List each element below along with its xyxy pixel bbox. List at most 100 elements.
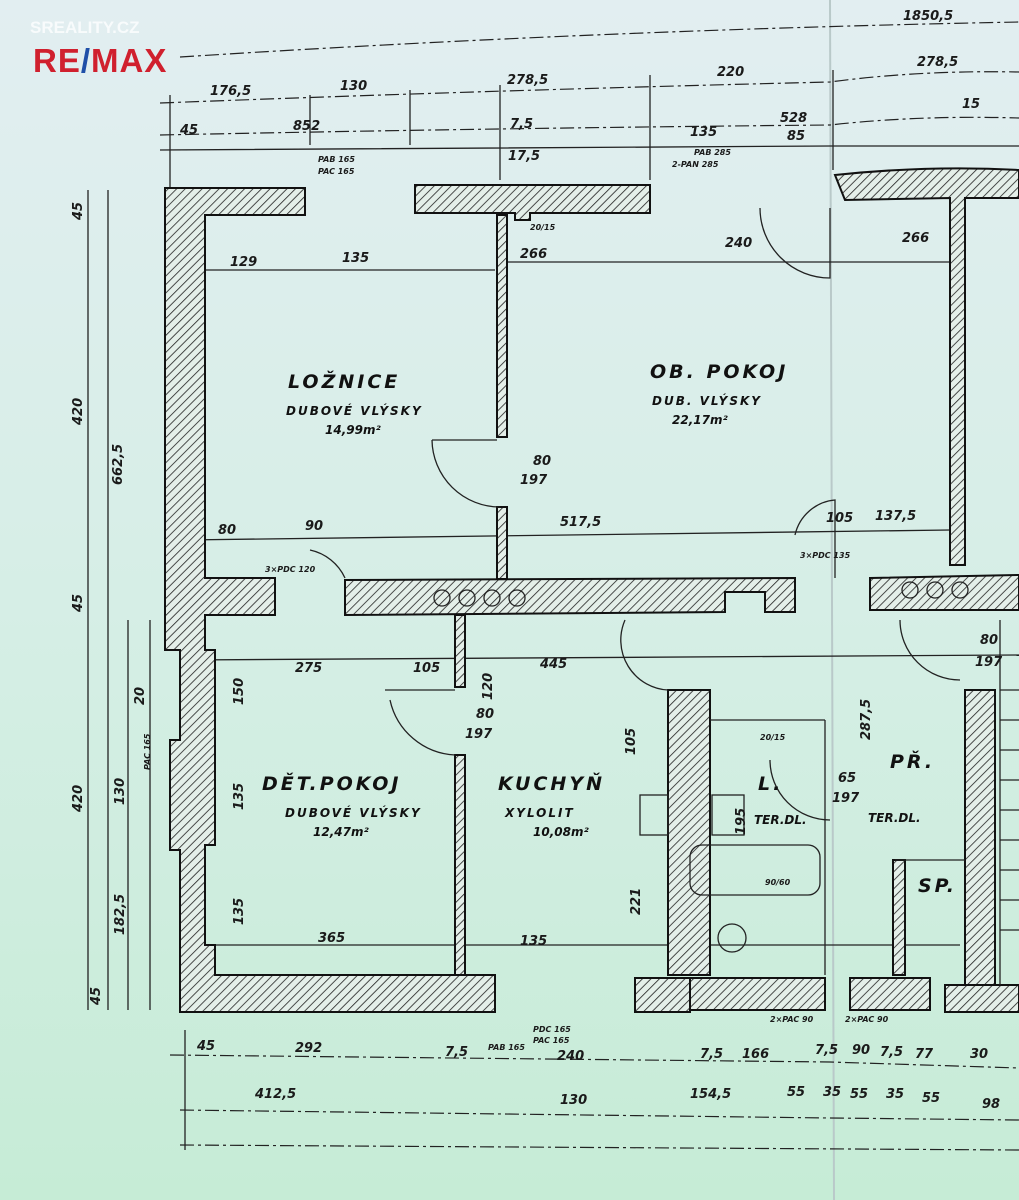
dimension-label: 7,5: [510, 117, 533, 132]
dimension-label: 420: [71, 785, 86, 813]
chimney-flue: [901, 581, 919, 599]
room-name: KUCHYŇ: [498, 772, 605, 795]
dimension-label: 197: [832, 791, 860, 806]
dimension-label: 135: [232, 898, 247, 925]
room-area: 22,17m²: [672, 413, 728, 427]
room-floor: DUBOVÉ VLÝSKY: [286, 403, 423, 418]
doors: [309, 207, 961, 821]
dimension-label: 197: [520, 473, 548, 488]
room-floor: XYLOLIT: [504, 806, 575, 820]
dimension-label: 154,5: [690, 1087, 731, 1102]
dimension-labels: 1850,5 176,5 130 278,5 220 278,5 45 852 …: [71, 9, 1003, 1112]
room-det-pokoj: DĚT.POKOJ DUBOVÉ VLÝSKY 12,47m²: [262, 772, 422, 839]
dimension-label: 130: [560, 1093, 587, 1108]
room-spiz-name: SP.: [918, 875, 957, 897]
dimension-label: 90: [305, 519, 323, 534]
dimension-label: 30: [970, 1047, 988, 1062]
dimension-label: 7,5: [445, 1045, 468, 1060]
room-kuchyn: KUCHYŇ XYLOLIT 10,08m²: [498, 772, 605, 839]
dimension-label: 365: [318, 931, 345, 946]
dimension-label: 65: [838, 771, 856, 786]
dimension-label: 80: [476, 707, 494, 722]
bathtub: [689, 844, 821, 896]
chimney-flue: [926, 581, 944, 599]
dimension-label: 197: [465, 727, 493, 742]
chimney-flue: [433, 589, 451, 607]
door-note: 3×PDC 120: [265, 565, 316, 574]
room-name: DĚT.POKOJ: [262, 772, 402, 795]
dimension-lines: [87, 21, 1019, 1151]
dimension-label: 55: [850, 1087, 868, 1102]
remax-logo: RE/MAX: [33, 42, 167, 80]
chimney-flue: [508, 589, 526, 607]
dimension-label: 517,5: [560, 515, 601, 530]
logo-max: MAX: [91, 42, 168, 79]
dimension-label: 287,5: [859, 699, 874, 740]
dimension-label: 130: [340, 79, 367, 94]
dimension-label: 7,5: [815, 1043, 838, 1058]
dimension-label: 98: [982, 1097, 1000, 1112]
dimension-label: 220: [717, 65, 744, 80]
room-area: 14,99m²: [325, 423, 381, 437]
dimension-label: 80: [533, 454, 551, 469]
dimension-label: 528: [780, 111, 807, 126]
dimension-label: 15: [962, 97, 980, 112]
dimension-label: 20: [133, 687, 148, 705]
dimension-label: 412,5: [254, 1087, 296, 1102]
chimney-flue: [483, 589, 501, 607]
dimension-label: 35: [823, 1085, 841, 1100]
dimension-label: 150: [232, 678, 247, 705]
dimension-label: 120: [481, 673, 496, 700]
dimension-label: 20/15: [760, 733, 786, 742]
logo-slash: /: [80, 42, 92, 79]
window-note: PAB 165: [318, 155, 355, 164]
washbasin: [711, 794, 745, 836]
dimension-label: 45: [179, 123, 198, 138]
room-area: 10,08m²: [533, 825, 589, 839]
dimension-label: 135: [232, 783, 247, 810]
fixtures: [433, 581, 1019, 985]
dimension-label: 80: [218, 523, 236, 538]
staircase: [999, 620, 1019, 985]
dimension-label: 7,5: [880, 1045, 903, 1060]
dimension-label: 182,5: [113, 894, 128, 935]
room-ob-pokoj: OB. POKOJ DUB. VLÝSKY 22,17m²: [650, 361, 785, 427]
room-area: 12,47m²: [313, 825, 369, 839]
room-name: L.: [758, 773, 783, 795]
window-note: PAC 165: [318, 167, 355, 176]
window-note: PDC 165: [533, 1025, 571, 1034]
walls: [164, 167, 1019, 1013]
toilet: [717, 923, 747, 953]
dimension-label: 1850,5: [903, 9, 953, 24]
dimension-label: 420: [71, 398, 86, 426]
dimension-label: 176,5: [210, 84, 251, 99]
dimension-label: 275: [295, 661, 322, 676]
dimension-label: 266: [902, 231, 929, 246]
page-fold: [829, 0, 835, 1200]
room-floor: TER.DL.: [868, 811, 921, 825]
dimension-label: 221: [629, 888, 644, 915]
dimension-label: 105: [826, 511, 853, 526]
dimension-label: PAB 165: [488, 1043, 525, 1052]
window-note: 2-PAN 285: [672, 160, 719, 169]
dimension-label: 240: [725, 236, 752, 251]
door-note: 2×PAC 90: [770, 1015, 814, 1024]
dimension-label: 105: [624, 728, 639, 755]
dimension-label: 278,5: [507, 73, 548, 88]
dimension-label: 852: [293, 119, 320, 134]
dimension-label: 45: [71, 594, 86, 613]
dimension-label: 85: [787, 129, 805, 144]
dimension-label: 135: [690, 125, 717, 140]
dimension-label: 7,5: [700, 1047, 723, 1062]
sink: [639, 794, 669, 836]
dimension-label: 90: [852, 1043, 870, 1058]
door-note: 3×PDC 135: [800, 551, 851, 560]
window-note: PAC 165: [143, 733, 152, 770]
room-name: PŘ.: [890, 750, 935, 773]
watermark: SREALITY.CZ: [30, 18, 140, 37]
dimension-label: 137,5: [875, 509, 916, 524]
room-floor: DUBOVÉ VLÝSKY: [285, 805, 422, 820]
dimension-label: 135: [342, 251, 369, 266]
room-predsin: PŘ. TER.DL.: [868, 750, 935, 825]
